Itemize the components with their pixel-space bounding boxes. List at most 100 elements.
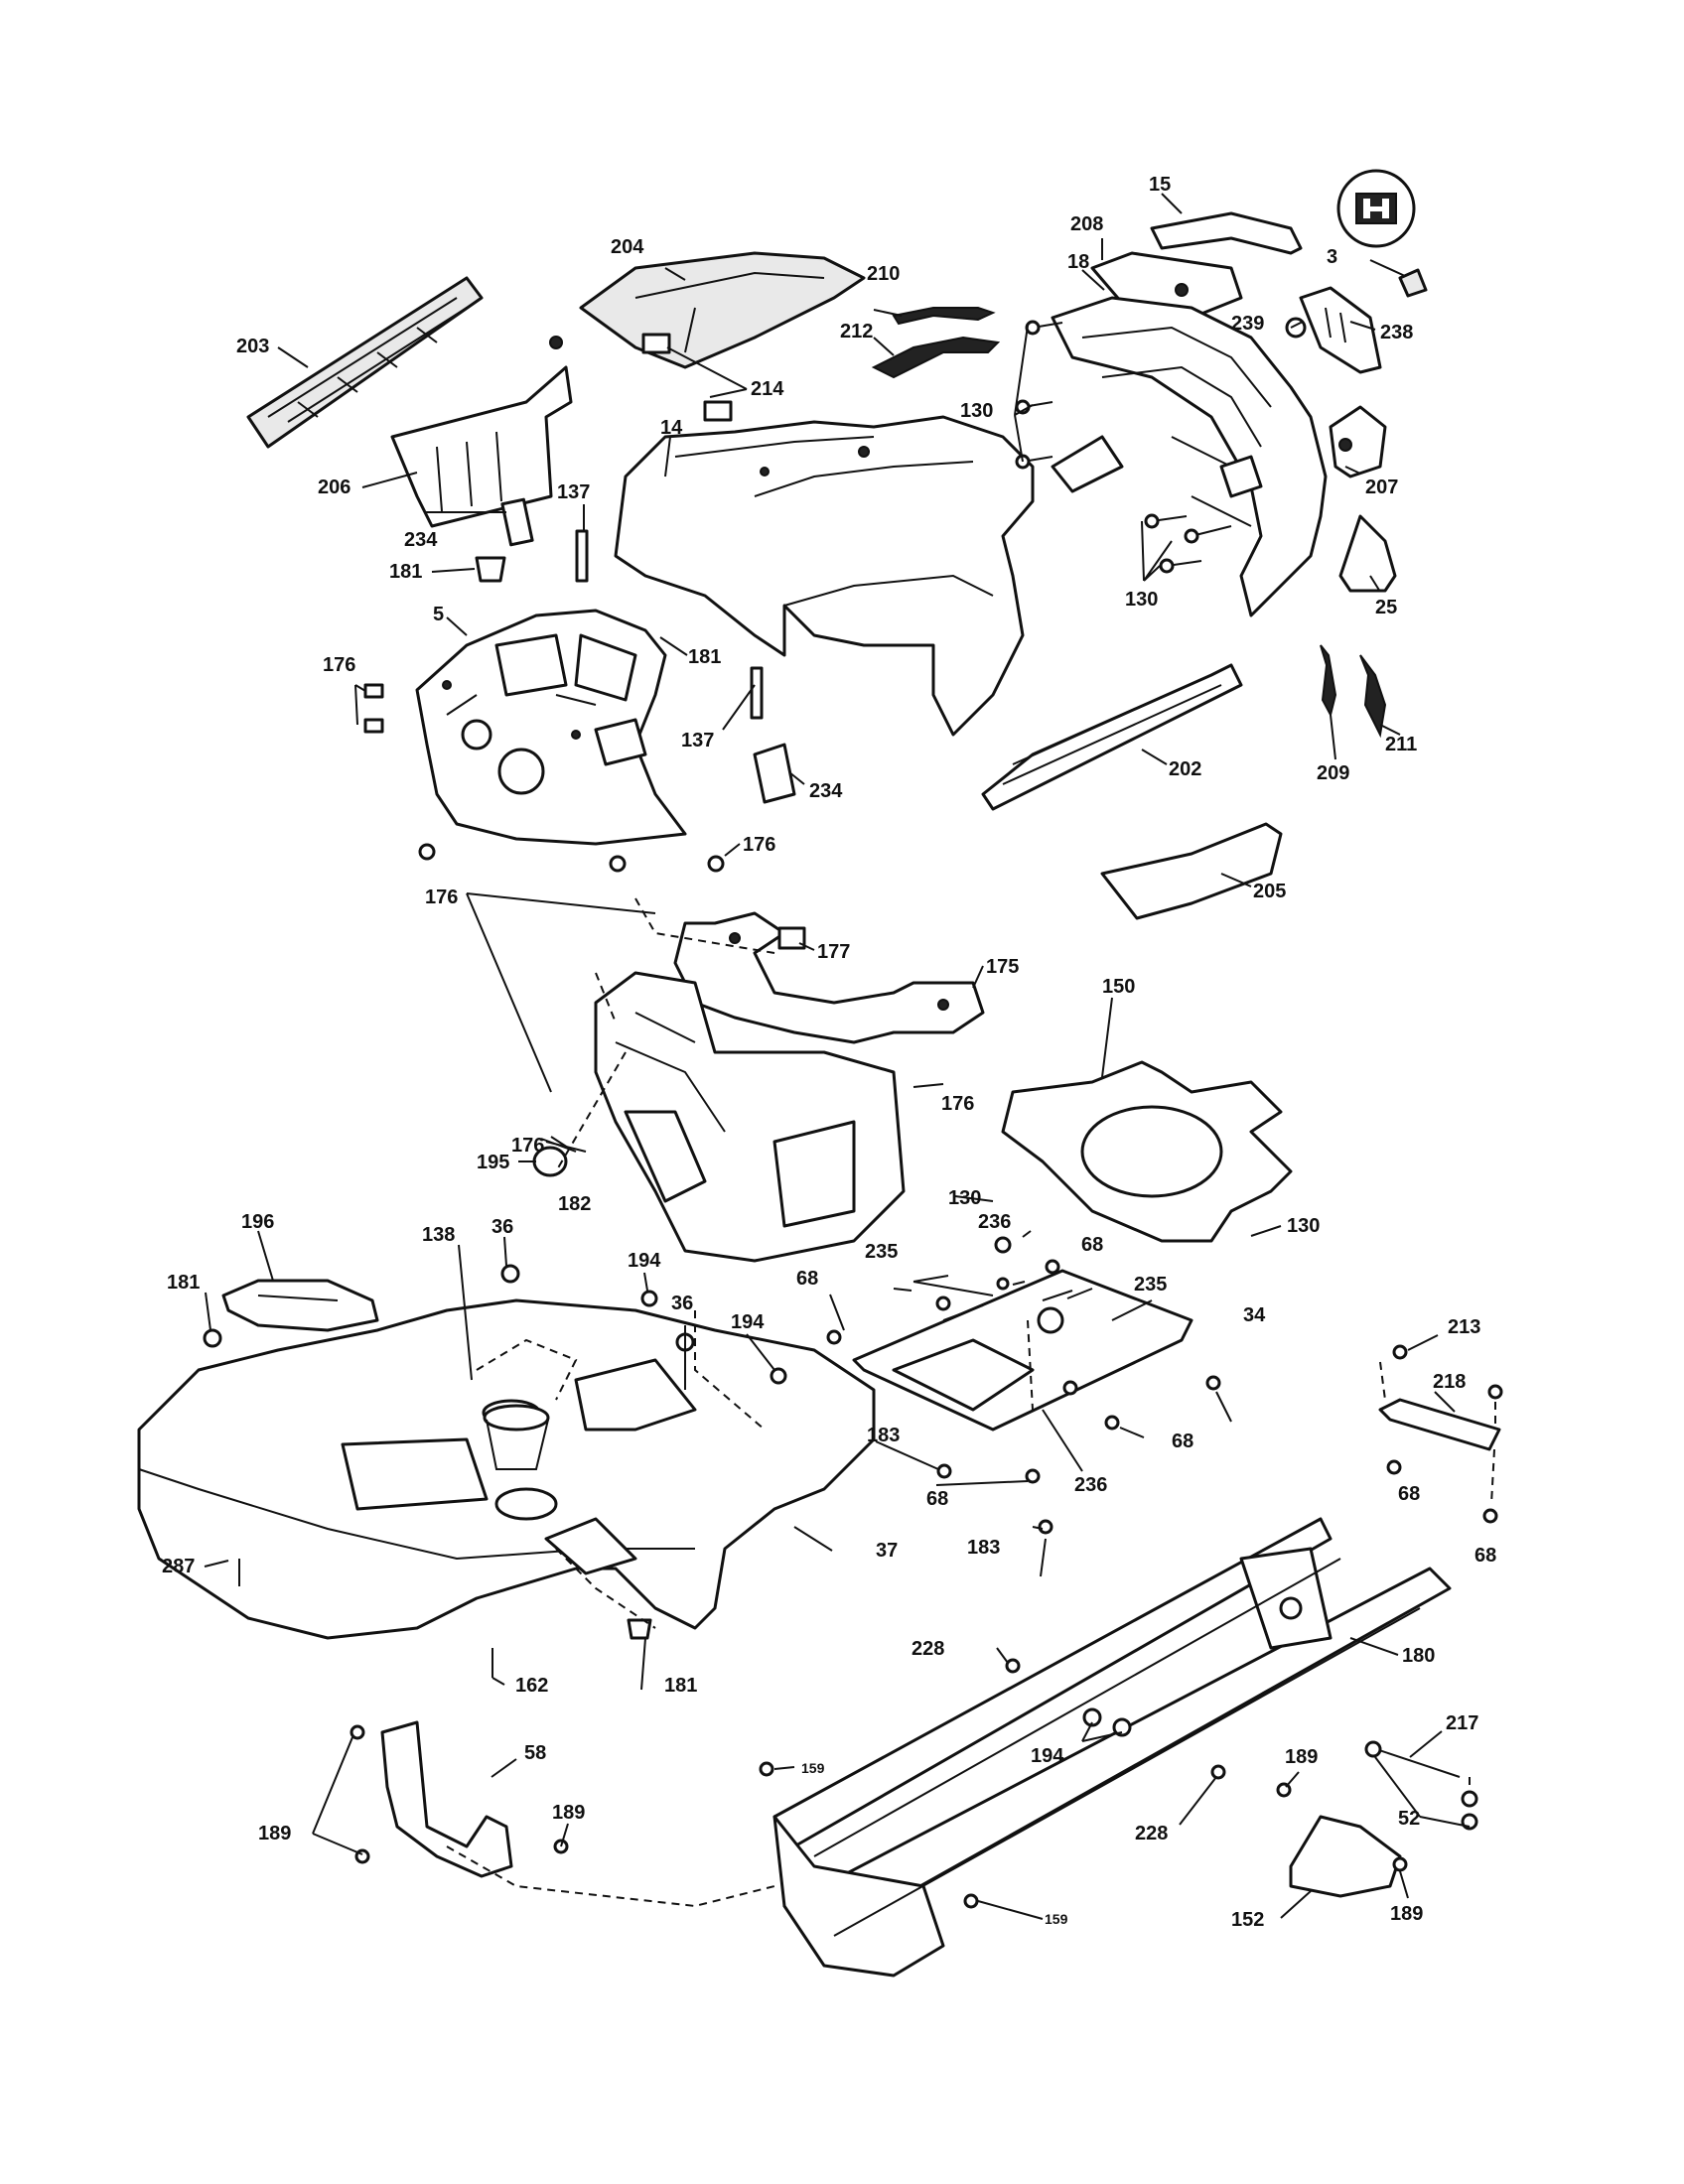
label-181-c: 181 bbox=[167, 1272, 200, 1294]
label-234-b: 234 bbox=[809, 780, 843, 802]
part-203-grille-strip bbox=[246, 276, 484, 449]
label-203: 203 bbox=[236, 336, 269, 357]
label-217: 217 bbox=[1446, 1712, 1478, 1734]
label-68-f: 68 bbox=[1474, 1545, 1496, 1567]
label-194-c: 194 bbox=[1031, 1745, 1064, 1767]
label-68-e: 68 bbox=[1398, 1483, 1420, 1505]
part-218-bracket bbox=[1378, 1344, 1503, 1524]
label-130-a: 130 bbox=[960, 400, 993, 422]
label-234-a: 234 bbox=[404, 529, 438, 551]
part-206-bracket bbox=[390, 336, 573, 528]
label-36-a: 36 bbox=[491, 1216, 513, 1238]
part-34-fasteners bbox=[826, 1236, 1221, 1535]
label-181-b: 181 bbox=[688, 646, 721, 668]
label-228-b: 228 bbox=[1135, 1823, 1168, 1844]
part-177-clip bbox=[777, 926, 806, 950]
label-210: 210 bbox=[867, 263, 900, 285]
part-204-hood-cover bbox=[579, 251, 866, 369]
label-189-b: 189 bbox=[552, 1802, 585, 1824]
label-189-c: 189 bbox=[1285, 1746, 1318, 1768]
label-183-a: 183 bbox=[867, 1425, 900, 1446]
label-130-b: 130 bbox=[1125, 589, 1158, 611]
label-137-a: 137 bbox=[557, 481, 590, 503]
label-15: 15 bbox=[1149, 174, 1171, 196]
part-3-logo-badge bbox=[1336, 169, 1428, 298]
label-228-a: 228 bbox=[912, 1638, 944, 1660]
label-194-a: 194 bbox=[628, 1250, 661, 1272]
part-fender-fasteners bbox=[203, 1264, 787, 1678]
label-183-b: 183 bbox=[967, 1537, 1000, 1559]
part-58-bracket bbox=[350, 1720, 569, 1878]
label-137-b: 137 bbox=[681, 730, 714, 751]
label-189-a: 189 bbox=[258, 1823, 291, 1844]
label-177: 177 bbox=[817, 941, 850, 963]
leader-lines bbox=[204, 193, 1471, 1920]
part-182-dash-panel bbox=[594, 971, 906, 1263]
label-18: 18 bbox=[1067, 251, 1089, 273]
label-182: 182 bbox=[558, 1193, 591, 1215]
callout-labels: 15 3 208 18 238 239 204 210 212 214 203 … bbox=[162, 174, 1496, 1931]
label-176-b: 176 bbox=[743, 834, 775, 856]
part-frame-fasteners bbox=[759, 1658, 1226, 1909]
label-152: 152 bbox=[1231, 1909, 1264, 1931]
part-15-trim bbox=[1150, 211, 1303, 255]
part-25-lens bbox=[1338, 514, 1397, 593]
part-238-side-panel bbox=[1299, 286, 1382, 374]
label-205: 205 bbox=[1253, 881, 1286, 902]
part-181-grommet-upper bbox=[475, 556, 506, 583]
label-3: 3 bbox=[1327, 246, 1337, 268]
label-206: 206 bbox=[318, 477, 351, 498]
part-217-rod bbox=[1364, 1740, 1478, 1831]
label-175: 175 bbox=[986, 956, 1019, 978]
part-34-mount-plate bbox=[852, 1259, 1193, 1432]
label-214: 214 bbox=[751, 378, 784, 400]
part-138-cup bbox=[483, 1404, 550, 1470]
label-176-e: 176 bbox=[941, 1093, 974, 1115]
part-234-decal-lower bbox=[753, 743, 796, 804]
label-68-d: 68 bbox=[926, 1488, 948, 1510]
label-218: 218 bbox=[1433, 1371, 1466, 1393]
part-180-frame bbox=[772, 1517, 1452, 1978]
label-208: 208 bbox=[1070, 213, 1103, 235]
label-212: 212 bbox=[840, 321, 873, 342]
label-162: 162 bbox=[515, 1675, 548, 1697]
label-150: 150 bbox=[1102, 976, 1135, 998]
label-236-a: 236 bbox=[978, 1211, 1011, 1233]
part-196-handle bbox=[221, 1279, 379, 1332]
label-37: 37 bbox=[876, 1540, 898, 1562]
label-235-b: 235 bbox=[1134, 1274, 1167, 1296]
part-202-front-grille bbox=[981, 663, 1243, 811]
label-202: 202 bbox=[1169, 758, 1201, 780]
label-159-a: 159 bbox=[801, 1760, 825, 1776]
label-235-a: 235 bbox=[865, 1241, 898, 1263]
label-68-c: 68 bbox=[1172, 1431, 1193, 1452]
label-52: 52 bbox=[1398, 1808, 1420, 1830]
label-236-b: 236 bbox=[1074, 1474, 1107, 1496]
label-34: 34 bbox=[1243, 1304, 1266, 1326]
label-176-a: 176 bbox=[323, 654, 355, 676]
part-14-hood bbox=[614, 415, 1035, 737]
label-287: 287 bbox=[162, 1556, 195, 1577]
part-150-tray bbox=[1001, 1060, 1293, 1243]
part-5-dash-console bbox=[415, 609, 687, 846]
dashed-connectors bbox=[446, 897, 1496, 1908]
label-130-c: 130 bbox=[948, 1187, 981, 1209]
part-205-bezel bbox=[1100, 822, 1283, 920]
label-204: 204 bbox=[611, 236, 644, 258]
label-189-d: 189 bbox=[1390, 1903, 1423, 1925]
label-176-d: 176 bbox=[511, 1135, 544, 1157]
part-210-212-stripes bbox=[871, 307, 1001, 379]
label-195: 195 bbox=[477, 1152, 509, 1173]
label-239: 239 bbox=[1231, 313, 1264, 335]
part-214-clips bbox=[641, 333, 733, 422]
label-238: 238 bbox=[1380, 322, 1413, 343]
label-58: 58 bbox=[524, 1742, 546, 1764]
label-130-d: 130 bbox=[1287, 1215, 1320, 1237]
part-137-strips bbox=[575, 529, 764, 720]
part-175-support-bracket bbox=[673, 911, 985, 1044]
label-68-b: 68 bbox=[796, 1268, 818, 1290]
part-207-headlight bbox=[1329, 405, 1387, 478]
label-176-c: 176 bbox=[425, 887, 458, 908]
label-36-b: 36 bbox=[671, 1293, 693, 1314]
